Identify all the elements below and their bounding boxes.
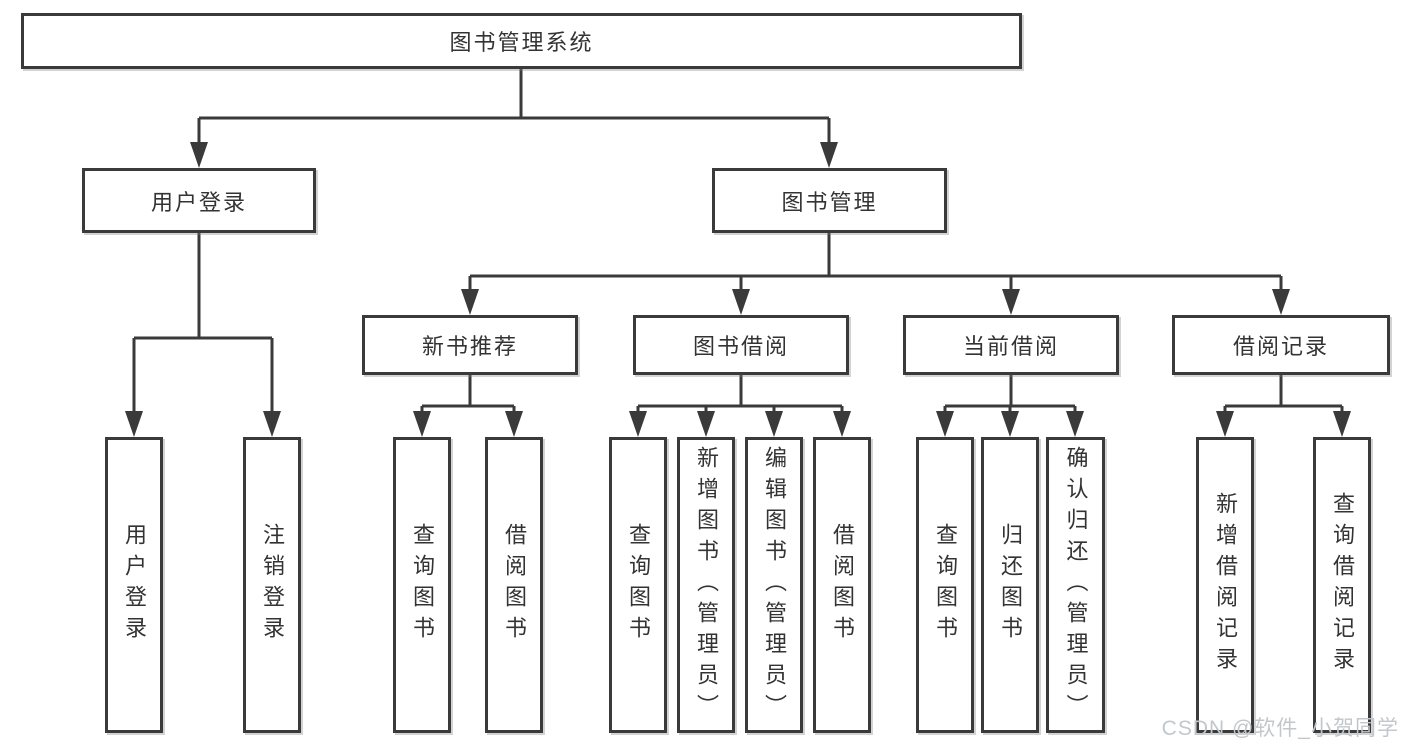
leaf-add-book-admin: 新增图书（管理员）: [677, 437, 735, 733]
node-label: 当前借阅: [962, 334, 1059, 359]
leaf-user-login: 用户登录: [105, 437, 163, 733]
node-borrowing-records: 借阅记录: [1172, 315, 1390, 375]
leaf-borrow-books-recommend: 借阅图书: [485, 437, 543, 733]
leaf-label: 归还图书: [998, 523, 1023, 647]
leaf-label: 查询图书: [626, 523, 651, 647]
node-new-book-recommendation: 新书推荐: [362, 315, 578, 375]
connector-borrowing-records-group: [1216, 375, 1351, 437]
leaf-query-borrow-record: 查询借阅记录: [1313, 437, 1371, 733]
leaf-borrow-books: 借阅图书: [813, 437, 871, 733]
node-label: 图书借阅: [692, 334, 789, 359]
connector-book-borrowing-group: [629, 375, 851, 437]
leaf-label: 新增图书（管理员）: [694, 445, 719, 725]
node-current-borrowing: 当前借阅: [903, 315, 1119, 375]
connector-current-borrowing-group: [936, 375, 1084, 437]
leaf-query-books-current: 查询图书: [916, 437, 974, 733]
leaf-label: 借阅图书: [502, 523, 527, 647]
leaf-label: 借阅图书: [830, 523, 855, 647]
node-label: 借阅记录: [1232, 334, 1329, 359]
leaf-label: 查询图书: [410, 523, 435, 647]
node-book-management: 图书管理: [712, 168, 947, 233]
connector-new-book-group: [413, 375, 523, 437]
leaf-confirm-return-admin: 确认归还（管理员）: [1046, 437, 1105, 733]
node-user-login: 用户登录: [82, 168, 316, 233]
connector-user-login-to-leaves: [125, 233, 281, 437]
leaf-return-books: 归还图书: [981, 437, 1039, 733]
leaf-label: 查询借阅记录: [1330, 492, 1355, 678]
connector-root-to-branches: [190, 68, 838, 168]
leaf-logout: 注销登录: [243, 437, 301, 733]
node-label: 图书管理系统: [449, 30, 594, 55]
leaf-label: 查询图书: [933, 523, 958, 647]
leaf-query-books-recommend: 查询图书: [393, 437, 451, 733]
leaf-label: 确认归还（管理员）: [1063, 445, 1089, 725]
node-label: 图书管理: [781, 189, 878, 215]
leaf-label: 用户登录: [122, 523, 147, 647]
leaf-add-borrow-record: 新增借阅记录: [1196, 437, 1254, 733]
leaf-label: 新增借阅记录: [1213, 492, 1238, 678]
leaf-edit-book-admin: 编辑图书（管理员）: [745, 437, 803, 733]
csdn-watermark: CSDN @软件_小贺同学: [1161, 717, 1399, 740]
node-library-management-system: 图书管理系统: [21, 13, 1022, 69]
leaf-label: 编辑图书（管理员）: [762, 445, 787, 725]
node-book-borrowing: 图书借阅: [633, 315, 849, 375]
leaf-query-books-borrowing: 查询图书: [609, 437, 667, 733]
leaf-label: 注销登录: [260, 523, 285, 647]
connector-book-management-to-groups: [461, 233, 1290, 315]
node-label: 新书推荐: [421, 334, 518, 359]
node-label: 用户登录: [150, 189, 247, 215]
